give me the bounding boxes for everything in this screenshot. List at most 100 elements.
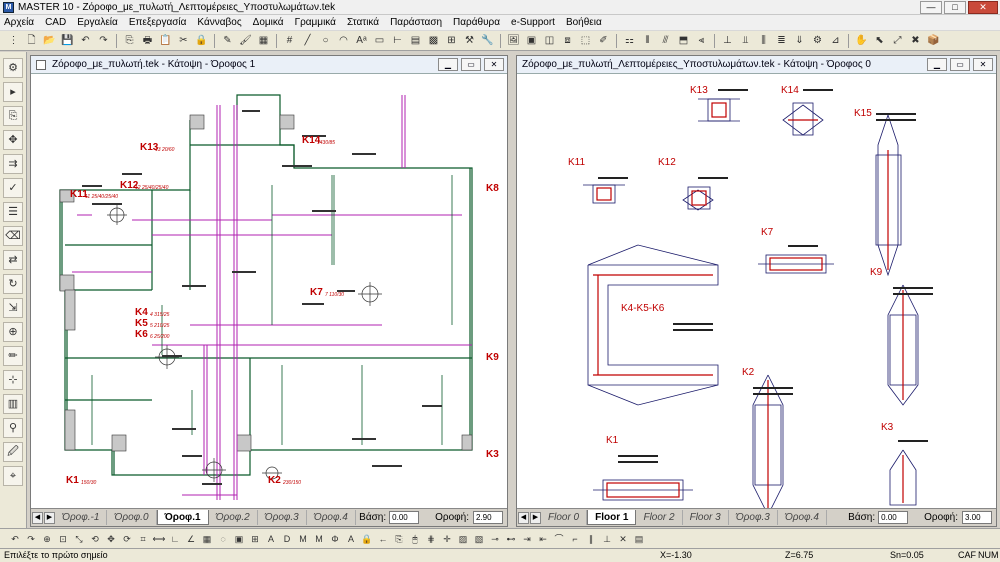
menu-esupport[interactable]: e-Support	[511, 17, 555, 28]
menu-help[interactable]: Βοήθεια	[565, 17, 602, 28]
select-icon[interactable]: ⬉	[875, 35, 884, 46]
menu-linear[interactable]: Γραμμικά	[294, 17, 336, 28]
phi-icon[interactable]: Φ	[331, 533, 339, 544]
snap-icon[interactable]: ⌗	[140, 533, 146, 544]
base-input[interactable]: 0.00	[389, 511, 420, 524]
mirror-icon[interactable]: M	[299, 533, 307, 544]
arc-icon[interactable]: ◠	[339, 35, 348, 46]
rectangle-icon[interactable]: ▭	[374, 35, 385, 46]
pan-hand-icon[interactable]: ✋	[855, 35, 868, 46]
right-restore-button[interactable]: ▭	[950, 58, 970, 71]
wall-icon[interactable]: ⫼	[761, 35, 766, 46]
stairs-icon[interactable]: ⫷	[698, 35, 705, 46]
redo-icon[interactable]: ↷	[99, 35, 108, 46]
paste-icon[interactable]: 📋	[159, 35, 172, 46]
arrow-icon[interactable]: ←	[378, 533, 388, 544]
brush-icon[interactable]: 🖌	[239, 35, 252, 46]
crosshair-icon[interactable]: ✛	[443, 533, 451, 544]
menu-cad[interactable]: CAD	[45, 17, 67, 28]
polar-icon[interactable]: ∠	[186, 533, 196, 544]
menu-static[interactable]: Στατικά	[346, 17, 380, 28]
pick-color-icon[interactable]: 🖉	[3, 442, 23, 462]
roof-input[interactable]: 2.90	[473, 511, 503, 524]
tab-next-arrow[interactable]: ▶	[530, 511, 541, 524]
menu-windows[interactable]: Παράθυρα	[453, 17, 501, 28]
text-edit-icon[interactable]: A	[267, 533, 274, 544]
extend-icon[interactable]: ⇥	[523, 533, 531, 544]
menu-grid[interactable]: Κάνναβος	[197, 17, 242, 28]
tools-icon[interactable]: ⚒	[465, 35, 474, 46]
undo-icon[interactable]: ↶	[81, 35, 90, 46]
layer-on-icon[interactable]: ▧	[474, 533, 484, 544]
fillet-icon[interactable]: ⌒	[554, 533, 564, 544]
roof-input[interactable]: 3.00	[962, 511, 992, 524]
tab-floor-4[interactable]: Όροφ.4	[307, 510, 356, 525]
tab-prev-arrow[interactable]: ◀	[32, 511, 43, 524]
tab-floor-3[interactable]: Floor 3	[683, 510, 729, 525]
new-file-icon[interactable]: 🗋	[27, 35, 36, 46]
left-window-titlebar[interactable]: Ζόροφο_με_πυλωτή.tek - Κάτοψη - Όροφος 1…	[31, 56, 507, 74]
tab-floor-2[interactable]: Όροφ.2	[209, 510, 258, 525]
layers-icon[interactable]: ≣	[777, 35, 786, 46]
right-minimize-button[interactable]: ▁	[927, 58, 947, 71]
lock-toggle-icon[interactable]: 🔒	[361, 533, 373, 544]
menu-view[interactable]: Παράσταση	[390, 17, 443, 28]
rotate-icon[interactable]: ↻	[3, 274, 23, 294]
endpoint-icon[interactable]: ⊷	[506, 533, 516, 544]
close-button[interactable]: ✕	[968, 1, 998, 14]
line-icon[interactable]: ╱	[304, 35, 311, 46]
foundation-icon[interactable]: ⊥	[723, 35, 732, 46]
section-icon[interactable]: ◫	[544, 35, 555, 46]
pan-icon[interactable]: ✥	[107, 533, 115, 544]
dimension-icon[interactable]: ⊢	[393, 35, 402, 46]
table-icon[interactable]: ⊞	[447, 35, 456, 46]
properties-icon[interactable]: ☰	[3, 202, 23, 222]
offset-icon[interactable]: ⇉	[3, 154, 23, 174]
hatch-toggle-icon[interactable]: ▤	[634, 533, 644, 544]
load-icon[interactable]: ⇓	[795, 35, 804, 46]
tab-prev-arrow[interactable]: ◀	[518, 511, 529, 524]
midpoint-icon[interactable]: ⊸	[491, 533, 499, 544]
hatch-icon[interactable]: ▦	[258, 35, 269, 46]
misc-tool-icon[interactable]: ⌖	[3, 466, 23, 486]
align-icon[interactable]: ⇲	[3, 298, 23, 318]
slab-icon[interactable]: ⬒	[678, 35, 689, 46]
left-drawing-canvas[interactable]: K13 13 20/60 K14 1430/85 K12 12 25/40/25…	[32, 75, 506, 508]
rebar-edit-icon[interactable]: ⇄	[3, 250, 23, 270]
save-icon[interactable]: 💾	[61, 35, 74, 46]
layer-off-icon[interactable]: ▨	[458, 533, 468, 544]
tab-floor-1[interactable]: Floor 1	[587, 510, 637, 525]
gallery-icon[interactable]: 🖼	[507, 35, 520, 46]
hide-icon[interactable]: ◌	[220, 533, 226, 544]
menu-edit[interactable]: Επεξεργασία	[128, 17, 187, 28]
zoom-prev-icon[interactable]: ⟲	[91, 533, 99, 544]
check-icon[interactable]: ✓	[3, 178, 23, 198]
tab-floor-0[interactable]: Floor 0	[541, 510, 588, 525]
trim-icon[interactable]: ⇤	[539, 533, 547, 544]
redo-icon[interactable]: ↷	[27, 533, 35, 544]
analysis-icon[interactable]: ⚙	[813, 35, 822, 46]
menu-files[interactable]: Αρχεία	[4, 17, 35, 28]
tab-floor-minus1[interactable]: Όροφ.-1	[55, 510, 108, 525]
select-all-icon[interactable]: ▣	[234, 533, 244, 544]
copy-icon[interactable]: ⎘	[125, 35, 134, 46]
footing-icon[interactable]: ⫫	[742, 35, 749, 46]
print-icon[interactable]: 🖶	[142, 35, 153, 46]
alpha-icon[interactable]: A	[347, 533, 354, 544]
chamfer-icon[interactable]: ⌐	[572, 533, 578, 544]
pencil-draw-icon[interactable]: ✏	[3, 346, 23, 366]
select-object-icon[interactable]: ▸	[3, 82, 23, 102]
tab-next-arrow[interactable]: ▶	[44, 511, 55, 524]
zoom-window-icon[interactable]: ⊡	[59, 533, 67, 544]
circle-icon[interactable]: ○	[322, 35, 329, 46]
right-document-window[interactable]: Ζόροφο_με_πυλωτή_Λεπτομέρειες_Υποστυλωμά…	[516, 55, 997, 527]
dim-toggle-icon[interactable]: D	[283, 533, 291, 544]
left-document-window[interactable]: Ζόροφο_με_πυλωτή.tek - Κάτοψη - Όροφος 1…	[30, 55, 508, 527]
right-close-button[interactable]: ✕	[973, 58, 993, 71]
perpendicular-icon[interactable]: ⊥	[603, 533, 611, 544]
edit-detail-icon[interactable]: ✐	[599, 35, 608, 46]
elevation-icon[interactable]: ⧈	[564, 35, 571, 46]
3d-view-icon[interactable]: ⬚	[580, 35, 591, 46]
copy-object-icon[interactable]: ⎘	[3, 106, 23, 126]
measure-icon[interactable]: ⟷	[152, 533, 166, 544]
